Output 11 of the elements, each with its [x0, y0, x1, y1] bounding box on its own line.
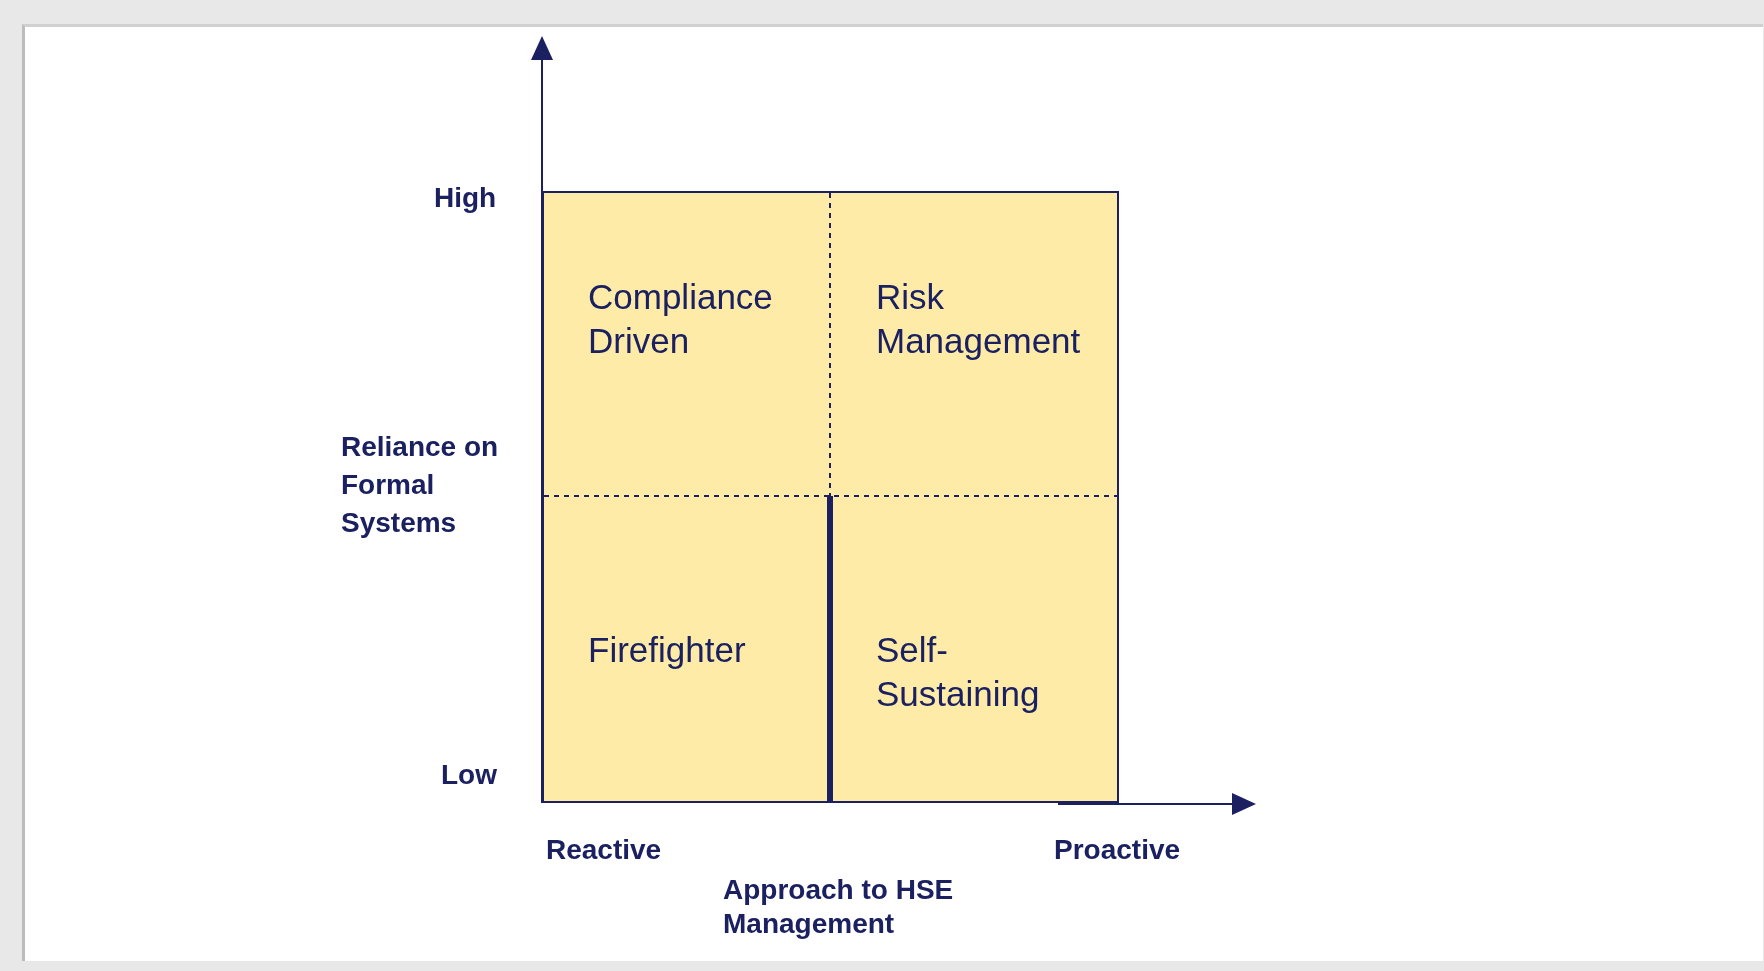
reactive-label: Reactive	[546, 833, 662, 867]
matrix-box	[542, 191, 1119, 803]
y-axis-title: Reliance on Formal Systems	[341, 430, 500, 540]
quadrant-label: Risk Management	[876, 276, 1082, 362]
low-label: Low	[441, 758, 497, 792]
proactive-label: Proactive	[1054, 833, 1181, 867]
quadrant-label: Compliance Driven	[588, 276, 774, 362]
quadrant-label: Self-Sustaining	[876, 629, 1041, 715]
quadrant-label: Firefighter	[588, 629, 747, 671]
x-axis-title: Approach to HSE Management	[723, 873, 955, 941]
high-label: High	[434, 181, 497, 215]
